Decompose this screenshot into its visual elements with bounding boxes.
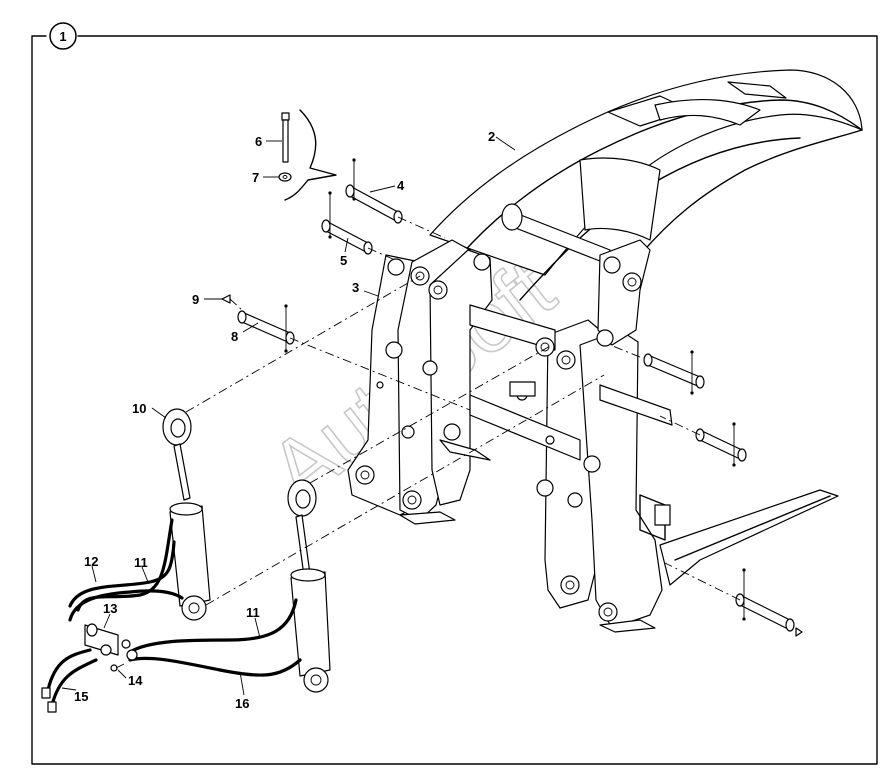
hydraulic-cylinder-left bbox=[162, 408, 211, 621]
bolt-6 bbox=[281, 112, 290, 163]
hose-11-right bbox=[128, 598, 298, 654]
figure-index-badge bbox=[49, 22, 77, 50]
callout-leaders bbox=[61, 136, 516, 696]
pin-right-middle bbox=[695, 422, 747, 467]
diagram-frame bbox=[31, 35, 878, 765]
hydraulic-cylinder-right bbox=[287, 479, 331, 693]
callout-11-right: 11 bbox=[246, 605, 260, 620]
loader-arm bbox=[429, 69, 863, 301]
callout-6: 6 bbox=[255, 134, 262, 149]
hose-16 bbox=[128, 656, 302, 677]
callout-3: 3 bbox=[352, 280, 359, 295]
nut-7 bbox=[278, 172, 292, 182]
callout-2: 2 bbox=[488, 129, 495, 144]
callout-14: 14 bbox=[128, 673, 143, 688]
callout-13: 13 bbox=[103, 601, 117, 616]
pin-right-lower bbox=[735, 568, 803, 637]
hose-11-left bbox=[68, 518, 184, 622]
pin-4 bbox=[345, 158, 403, 224]
pin-8 bbox=[237, 304, 295, 353]
callout-7: 7 bbox=[252, 170, 259, 185]
callout-5: 5 bbox=[340, 253, 347, 268]
callout-8: 8 bbox=[231, 329, 238, 344]
figure-index-label: 1 bbox=[59, 29, 66, 44]
callout-12: 12 bbox=[84, 554, 98, 569]
callout-10: 10 bbox=[132, 401, 146, 416]
carrier-frame bbox=[347, 239, 839, 633]
callout-4: 4 bbox=[397, 178, 405, 193]
callout-9: 9 bbox=[192, 292, 199, 307]
pin-5 bbox=[321, 191, 373, 255]
pin-right-upper bbox=[643, 350, 705, 395]
hose-12 bbox=[68, 540, 176, 608]
bolt-detail-bracket bbox=[284, 109, 337, 201]
callout-11-left: 11 bbox=[134, 555, 148, 570]
fitting-14 bbox=[110, 663, 125, 672]
assembly-center-lines bbox=[185, 216, 741, 606]
pin-9-grease-fitting bbox=[221, 294, 231, 304]
callout-15: 15 bbox=[74, 689, 88, 704]
callout-16: 16 bbox=[235, 696, 249, 711]
valve-block-13 bbox=[84, 623, 138, 661]
hose-15 bbox=[41, 648, 98, 713]
